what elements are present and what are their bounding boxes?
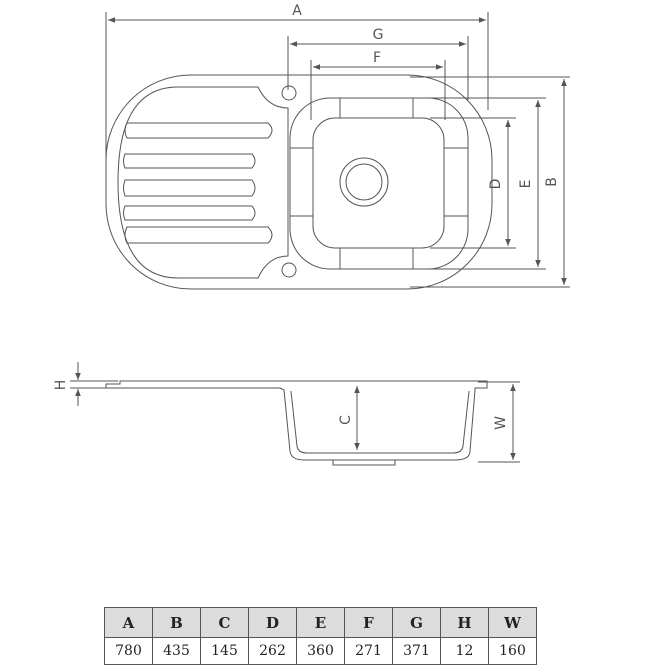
table-value-row: 780 435 145 262 360 271 371 12 160 [104,637,537,665]
drain-inner-ring [345,163,383,201]
dim-label-e: E [518,180,534,189]
sink-technical-drawing: A G F B E D H C W [53,3,570,466]
table-value-cell: 271 [344,637,393,665]
table-value-cell: 12 [440,637,489,665]
table-header-cell: E [296,607,345,638]
tap-hole-bottom [281,262,297,278]
tap-hole-top [281,85,297,101]
dim-label-f: F [373,50,381,66]
dim-label-d: D [488,179,504,190]
sink-side-view [105,380,488,466]
dim-label-c: C [338,415,354,425]
drain-outer-ring [339,157,389,207]
drain-grooves [123,122,273,244]
table-header-cell: H [440,607,489,638]
table-value-cell: 160 [488,637,537,665]
dim-label-w: W [493,416,509,430]
drainboard-outline [117,86,289,279]
sink-top-view [105,74,493,290]
side-bowl-inner [290,390,470,454]
bowl-outer [289,97,469,270]
bowl-inner [312,117,445,249]
table-value-cell: 262 [248,637,297,665]
dim-label-g: G [373,27,384,43]
side-view-dimensions [70,362,520,463]
table-value-cell: 360 [296,637,345,665]
table-header-cell: G [392,607,441,638]
dim-label-b: B [544,177,560,187]
table-value-cell: 780 [104,637,153,665]
table-header-cell: A [104,607,153,638]
dim-label-a: A [292,3,302,19]
side-profile-outline [105,380,488,461]
table-header-cell: F [344,607,393,638]
table-value-cell: 371 [392,637,441,665]
table-header-cell: D [248,607,297,638]
table-header-cell: C [200,607,249,638]
table-value-cell: 145 [200,637,249,665]
table-header-row: A B C D E F G H W [104,607,537,638]
dim-label-h: H [53,380,69,391]
table-value-cell: 435 [152,637,201,665]
bowl-corner-ribs [290,98,468,269]
table-header-cell: B [152,607,201,638]
table-header-cell: W [488,607,537,638]
sink-outline [105,74,493,290]
dimensions-table: A B C D E F G H W 780 435 145 262 360 27… [104,607,537,665]
side-drain-fitting [332,459,396,466]
top-view-dimensions [105,12,570,288]
